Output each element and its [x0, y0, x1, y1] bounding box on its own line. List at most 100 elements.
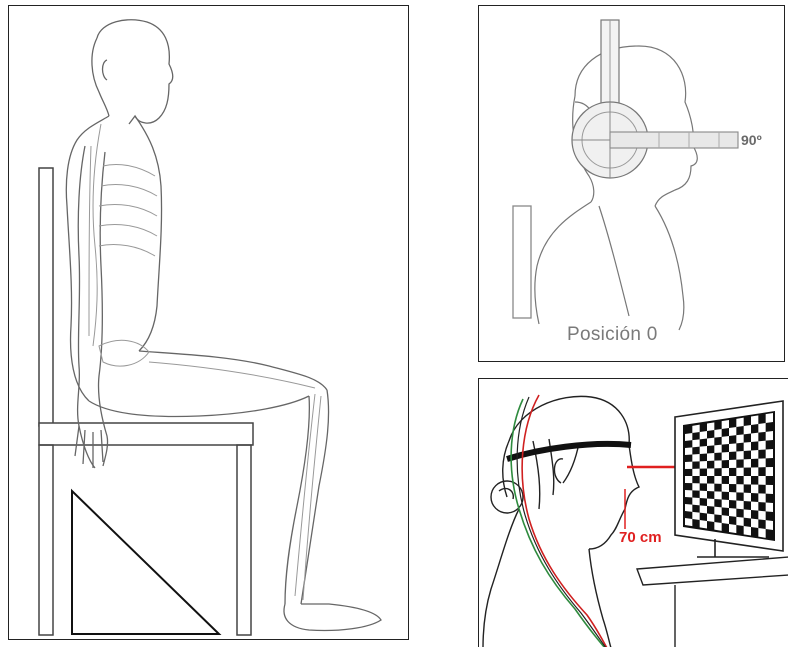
checker-square — [729, 460, 736, 468]
checker-square — [685, 518, 692, 526]
checker-square — [758, 441, 765, 450]
checker-square — [751, 519, 758, 529]
checker-square — [766, 503, 773, 513]
checker-square — [714, 491, 721, 499]
checker-square — [766, 467, 773, 476]
human-figure — [66, 20, 381, 631]
checker-square — [692, 512, 699, 520]
checker-square — [758, 528, 765, 538]
chair-seat — [39, 423, 253, 445]
checker-square — [736, 418, 743, 427]
checker-square — [700, 446, 707, 454]
angle-label: 90º — [741, 132, 762, 148]
checker-square — [714, 507, 721, 516]
checker-square — [758, 511, 765, 521]
checker-square — [729, 492, 736, 501]
checker-square — [729, 508, 736, 517]
checker-square — [758, 493, 765, 502]
checker-square — [766, 431, 773, 441]
checker-square — [692, 454, 699, 462]
subject-figure — [483, 396, 639, 647]
checker-square — [714, 460, 721, 468]
distance-label: 70 cm — [619, 529, 662, 546]
checker-square — [736, 434, 743, 443]
checker-square — [751, 485, 758, 494]
checker-square — [758, 458, 765, 467]
checker-square — [722, 484, 729, 492]
checker-square — [736, 484, 743, 493]
checker-square — [729, 427, 736, 436]
checker-square — [692, 498, 699, 506]
checker-square — [722, 500, 729, 509]
checker-square — [751, 450, 758, 459]
viewing-distance-illustration — [479, 379, 788, 647]
checker-square — [714, 445, 721, 453]
checker-square — [722, 468, 729, 476]
checker-square — [714, 429, 721, 438]
checker-square — [729, 476, 736, 484]
sitting-posture-illustration — [9, 6, 409, 640]
head-position-panel: 90º Posición 0 — [478, 5, 785, 362]
checker-square — [751, 433, 758, 442]
checker-square — [744, 476, 751, 485]
checker-square — [751, 502, 758, 511]
checker-square — [766, 413, 773, 423]
chair-backrest — [513, 206, 531, 318]
checker-square — [758, 476, 765, 485]
checker-square — [751, 415, 758, 425]
skeleton-lines — [89, 124, 321, 600]
checker-square — [692, 425, 699, 433]
checker-square — [692, 483, 699, 491]
checker-square — [700, 476, 707, 484]
checker-square — [707, 453, 714, 461]
checker-square — [758, 423, 765, 433]
checker-square — [685, 490, 692, 498]
checker-square — [707, 422, 714, 431]
checker-square — [722, 420, 729, 429]
checker-square — [714, 476, 721, 484]
desk — [637, 557, 788, 585]
checker-square — [744, 459, 751, 468]
chair-backrest — [39, 168, 53, 426]
checker-square — [744, 509, 751, 518]
checker-square — [707, 484, 714, 492]
checker-square — [729, 443, 736, 452]
checker-square — [685, 447, 692, 455]
chair-leg-back — [39, 445, 53, 635]
checker-square — [736, 501, 743, 510]
checker-square — [707, 514, 714, 523]
checker-square — [722, 436, 729, 445]
checker-square — [736, 451, 743, 460]
viewing-distance-panel: 70 cm — [478, 378, 788, 647]
checker-square — [766, 485, 773, 494]
checker-square — [722, 515, 729, 524]
checker-square — [714, 522, 721, 531]
checker-square — [685, 504, 692, 512]
checker-square — [744, 493, 751, 502]
checker-square — [744, 425, 751, 434]
checker-square — [744, 526, 751, 536]
checker-square — [685, 433, 692, 441]
checker-square — [766, 520, 773, 530]
checker-square — [692, 439, 699, 447]
right-angle-triangle — [72, 491, 219, 634]
sitting-posture-panel — [8, 5, 409, 640]
checker-square — [707, 499, 714, 507]
checker-square — [692, 469, 699, 476]
checker-square — [744, 442, 751, 451]
checker-square — [700, 491, 707, 499]
checker-square — [700, 461, 707, 469]
checker-square — [685, 462, 692, 469]
checker-square — [722, 452, 729, 460]
checker-square — [707, 468, 714, 476]
checker-square — [685, 476, 692, 483]
checker-square — [707, 438, 714, 446]
checker-square — [700, 505, 707, 513]
checker-square — [700, 520, 707, 529]
chair-leg-front — [237, 445, 251, 635]
eeg-wire-red — [522, 395, 607, 647]
checker-square — [736, 517, 743, 526]
checker-square — [700, 431, 707, 439]
checker-square — [729, 524, 736, 533]
checker-square — [751, 467, 758, 476]
